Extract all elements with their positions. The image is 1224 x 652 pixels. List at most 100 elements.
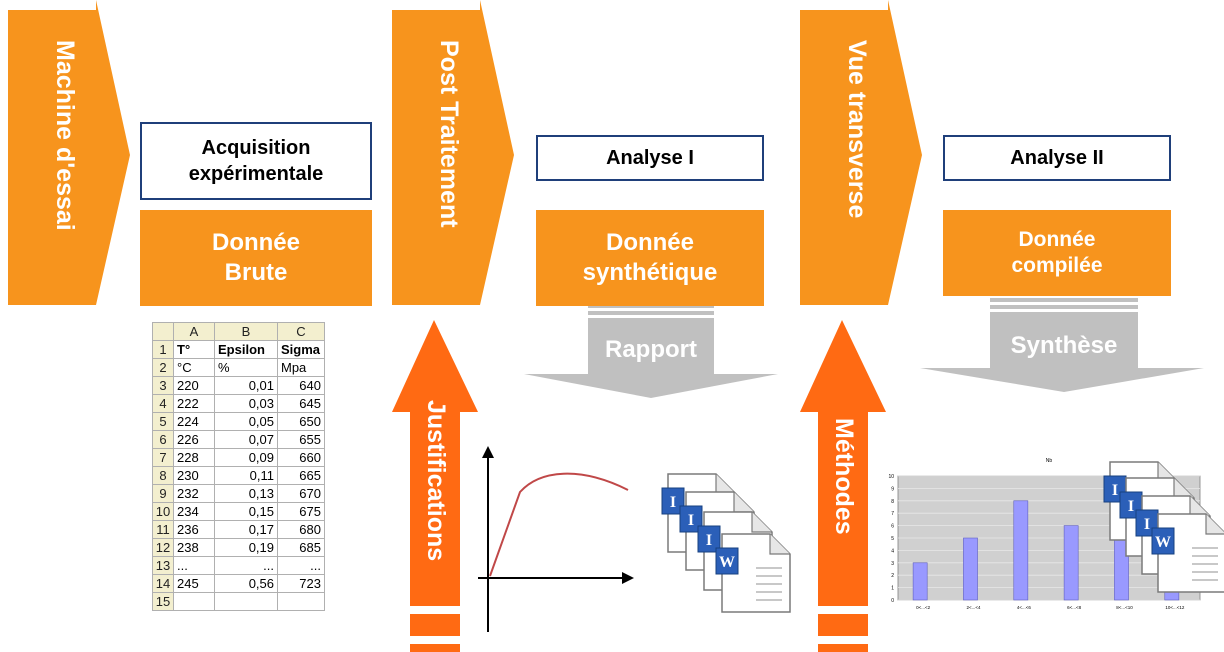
svg-text:I: I [1112, 482, 1118, 499]
box-acquisition-line1: Acquisition [201, 137, 311, 159]
sheet-cell: Epsilon [214, 340, 278, 359]
sheet-cell: 0,17 [214, 520, 278, 539]
sheet-cell: 222 [173, 394, 215, 413]
mini-chart-xtick: 0<...<2 [916, 605, 931, 610]
sheet-row-header: 13 [152, 556, 174, 575]
box-analyse-2: Analyse II [943, 135, 1171, 181]
sheet-cell: 655 [277, 430, 325, 449]
svg-text:I: I [1144, 516, 1150, 533]
box-donnee-compilee-line1: Donnée [1018, 227, 1096, 251]
sheet-cell: °C [173, 358, 215, 377]
mini-chart-ytick: 5 [891, 536, 894, 542]
sheet-cell [214, 592, 278, 611]
box-acquisition-line2: expérimentale [188, 163, 324, 185]
sheet-cell: 228 [173, 448, 215, 467]
box-donnee-synthetique-line2: synthétique [582, 259, 718, 286]
sheet-cell: 665 [277, 466, 325, 485]
mini-chart-ytick: 4 [891, 548, 894, 554]
sheet-cell [277, 592, 325, 611]
label-justifications: Justifications [422, 400, 450, 562]
sheet-cell: 640 [277, 376, 325, 395]
mini-chart-ytick: 9 [891, 486, 894, 492]
sheet-row-header: 7 [152, 448, 174, 467]
sheet-cell: 645 [277, 394, 325, 413]
sheet-cell: 650 [277, 412, 325, 431]
sheet-cell: 685 [277, 538, 325, 557]
label-vue-transverse: Vue transverse [843, 40, 871, 219]
sheet-cell: 226 [173, 430, 215, 449]
mini-chart-title: Nb [1046, 458, 1053, 464]
sheet-cell: 0,11 [214, 466, 278, 485]
sheet-cell: 680 [277, 520, 325, 539]
sheet-cell: 230 [173, 466, 215, 485]
arrow-post-traitement [392, 0, 514, 305]
svg-text:I: I [688, 512, 694, 529]
sheet-cell: 0,01 [214, 376, 278, 395]
sheet-cell: 224 [173, 412, 215, 431]
sheet-row-header: 9 [152, 484, 174, 503]
sheet-cell [173, 592, 215, 611]
sheet-cell: 0,05 [214, 412, 278, 431]
sheet-row-header: 8 [152, 466, 174, 485]
sheet-col-header [152, 322, 174, 341]
mini-chart-ytick: 6 [891, 524, 894, 530]
sheet-cell: 0,07 [214, 430, 278, 449]
svg-text:W: W [1155, 534, 1171, 551]
mini-chart-ytick: 1 [891, 586, 894, 592]
box-donnee-compilee: Donnée compilée [943, 210, 1171, 296]
up-arrow-methodes [800, 320, 886, 652]
sheet-cell: % [214, 358, 278, 377]
sheet-cell: 0,56 [214, 574, 278, 593]
mini-chart-bar [963, 537, 978, 601]
sheet-cell: ... [277, 556, 325, 575]
box-donnee-brute: Donnée Brute [140, 210, 372, 306]
box-analyse-2-label: Analyse II [1010, 147, 1104, 169]
sheet-col-header: A [173, 322, 215, 341]
mini-chart-ytick: 3 [891, 561, 894, 567]
sheet-cell: ... [214, 556, 278, 575]
mini-chart-bar [912, 562, 928, 601]
sheet-row: 15 [152, 592, 325, 611]
gray-arrow-rapport [524, 304, 778, 398]
mini-chart-ytick: 2 [891, 573, 894, 579]
sheet-cell: 236 [173, 520, 215, 539]
box-acquisition: Acquisition expérimentale [140, 122, 372, 200]
mini-chart-bar [1063, 525, 1079, 601]
sheet-cell: ... [173, 556, 215, 575]
sheet-cell: 0,19 [214, 538, 278, 557]
sheet-row-header: 11 [152, 520, 174, 539]
mini-chart-xtick: 8<...<10 [1116, 605, 1133, 610]
sheet-row-header: 6 [152, 430, 174, 449]
mini-chart-xtick: 2<...<4 [966, 605, 981, 610]
svg-text:I: I [706, 532, 712, 549]
label-synthese: Synthèse [1010, 332, 1118, 359]
mini-chart-ytick: 8 [891, 499, 894, 505]
sheet-cell: 234 [173, 502, 215, 521]
arrow-vue-transverse [800, 0, 922, 305]
sheet-cell: 0,09 [214, 448, 278, 467]
mini-chart-xtick: 4<...<6 [1017, 605, 1032, 610]
sheet-col-header: C [277, 322, 325, 341]
sheet-cell: 232 [173, 484, 215, 503]
sheet-cell: Sigma [277, 340, 325, 359]
mini-chart-bar [1013, 500, 1029, 601]
sheet-cell: 0,13 [214, 484, 278, 503]
stress-strain-graph [478, 446, 634, 632]
sheet-row-header: 5 [152, 412, 174, 431]
sheet-cell: 220 [173, 376, 215, 395]
sheet-row-header: 12 [152, 538, 174, 557]
sheet-row-header: 2 [152, 358, 174, 377]
sheet-row-header: 14 [152, 574, 174, 593]
sheet-cell: 723 [277, 574, 325, 593]
